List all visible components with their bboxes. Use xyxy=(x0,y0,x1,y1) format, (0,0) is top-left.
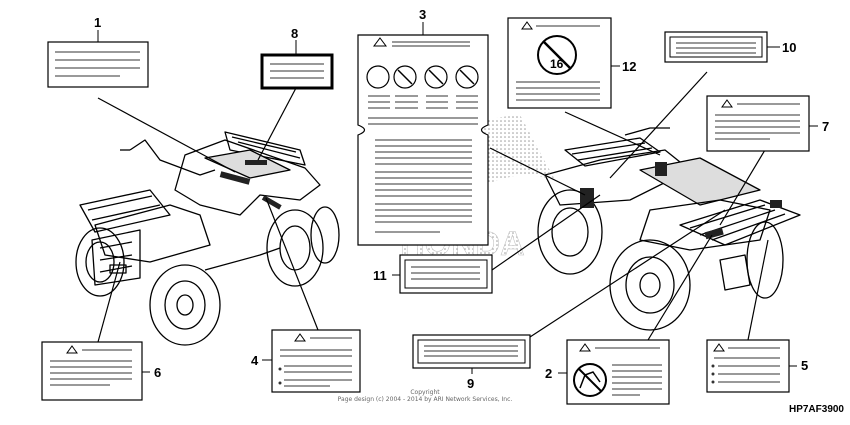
label-6 xyxy=(41,341,150,401)
callout-12: 12 xyxy=(622,59,636,74)
copyright-line-2: Page design (c) 2004 - 2014 by ARI Netwo… xyxy=(337,396,513,403)
callout-3: 3 xyxy=(419,7,426,22)
label-7 xyxy=(706,95,818,152)
callout-5: 5 xyxy=(801,358,808,373)
label-9 xyxy=(412,334,531,374)
callout-8: 8 xyxy=(291,26,298,41)
label-4 xyxy=(262,329,361,393)
age-16-symbol: 16 xyxy=(550,57,564,71)
callout-10: 10 xyxy=(782,40,796,55)
label-1 xyxy=(47,30,149,88)
atv-front-view xyxy=(75,131,340,346)
callout-2: 2 xyxy=(545,366,552,381)
copyright-notice: Copyright Page design (c) 2004 - 2014 by… xyxy=(300,389,550,403)
label-5 xyxy=(706,339,797,393)
leader-lines xyxy=(97,71,769,343)
callout-1: 1 xyxy=(94,15,101,30)
label-8 xyxy=(260,40,334,90)
diagram-code: HP7AF3900 xyxy=(788,404,844,415)
callout-11: 11 xyxy=(373,268,387,283)
callout-9: 9 xyxy=(467,376,474,391)
label-3 xyxy=(357,22,489,246)
label-2 xyxy=(558,339,670,405)
label-11 xyxy=(392,254,493,294)
label-10 xyxy=(664,31,780,63)
callout-7: 7 xyxy=(822,119,829,134)
atv-rear-view xyxy=(537,127,801,331)
right-atv-label-patches xyxy=(580,162,782,240)
label-12: 16 xyxy=(507,17,620,109)
callout-6: 6 xyxy=(154,365,161,380)
copyright-line-1: Copyright xyxy=(410,389,440,396)
callout-4: 4 xyxy=(251,353,259,368)
